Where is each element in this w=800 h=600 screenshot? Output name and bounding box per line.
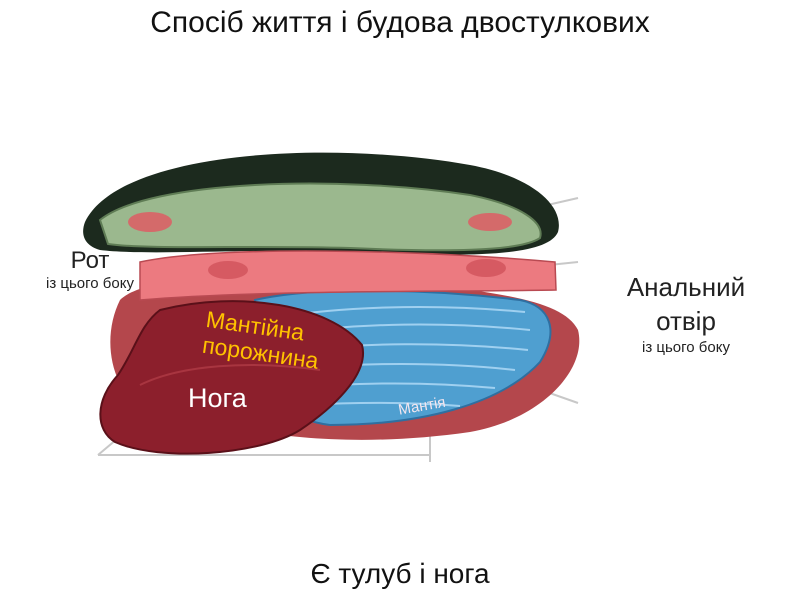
shell-inner-surface bbox=[98, 182, 542, 252]
mantle-band bbox=[139, 250, 557, 301]
anus-label-group: Анальний отвір із цього боку bbox=[606, 270, 766, 357]
muscle-spot-1 bbox=[208, 261, 248, 279]
mouth-label: Рот bbox=[70, 247, 110, 274]
foot-label: Нога bbox=[188, 383, 247, 413]
mouth-label-group: Рот із цього боку bbox=[40, 248, 140, 293]
anus-label: Анальний отвір bbox=[626, 272, 746, 336]
adductor-muscle-front bbox=[128, 212, 172, 232]
muscle-spot-2 bbox=[466, 259, 506, 277]
footer-caption: Є тулуб і нога bbox=[310, 558, 490, 589]
foot-highlight bbox=[139, 364, 321, 386]
foot bbox=[99, 300, 365, 455]
adductor-muscle-back bbox=[468, 213, 512, 231]
anus-note: із цього боку bbox=[642, 339, 730, 356]
page-title: Спосіб життя і будова двостулкових bbox=[150, 6, 650, 39]
mouth-note: із цього боку bbox=[46, 275, 134, 292]
